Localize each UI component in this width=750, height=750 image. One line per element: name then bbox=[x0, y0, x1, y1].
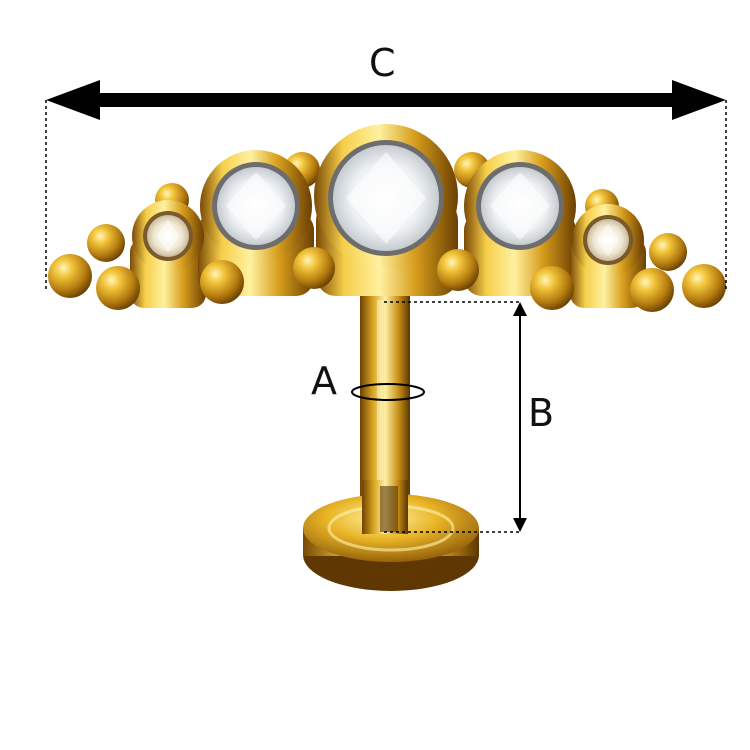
dimension-label-b: B bbox=[528, 391, 555, 435]
dimension-label-c: C bbox=[369, 41, 396, 85]
flat-disc-back bbox=[303, 480, 479, 591]
gem-large-center bbox=[328, 140, 444, 256]
gem-medium-right bbox=[476, 162, 564, 250]
dimension-a-gauge bbox=[351, 383, 425, 401]
decorative-top-cluster bbox=[48, 124, 726, 312]
dimension-c-width bbox=[45, 80, 727, 290]
gem-medium-left bbox=[212, 162, 300, 250]
dimension-label-a: A bbox=[311, 359, 337, 403]
gem-small-left bbox=[143, 211, 193, 261]
arrow-right-icon bbox=[672, 80, 726, 120]
arrow-left-icon bbox=[46, 80, 100, 120]
dimension-b-length bbox=[384, 301, 527, 533]
gem-small-right bbox=[583, 215, 633, 265]
